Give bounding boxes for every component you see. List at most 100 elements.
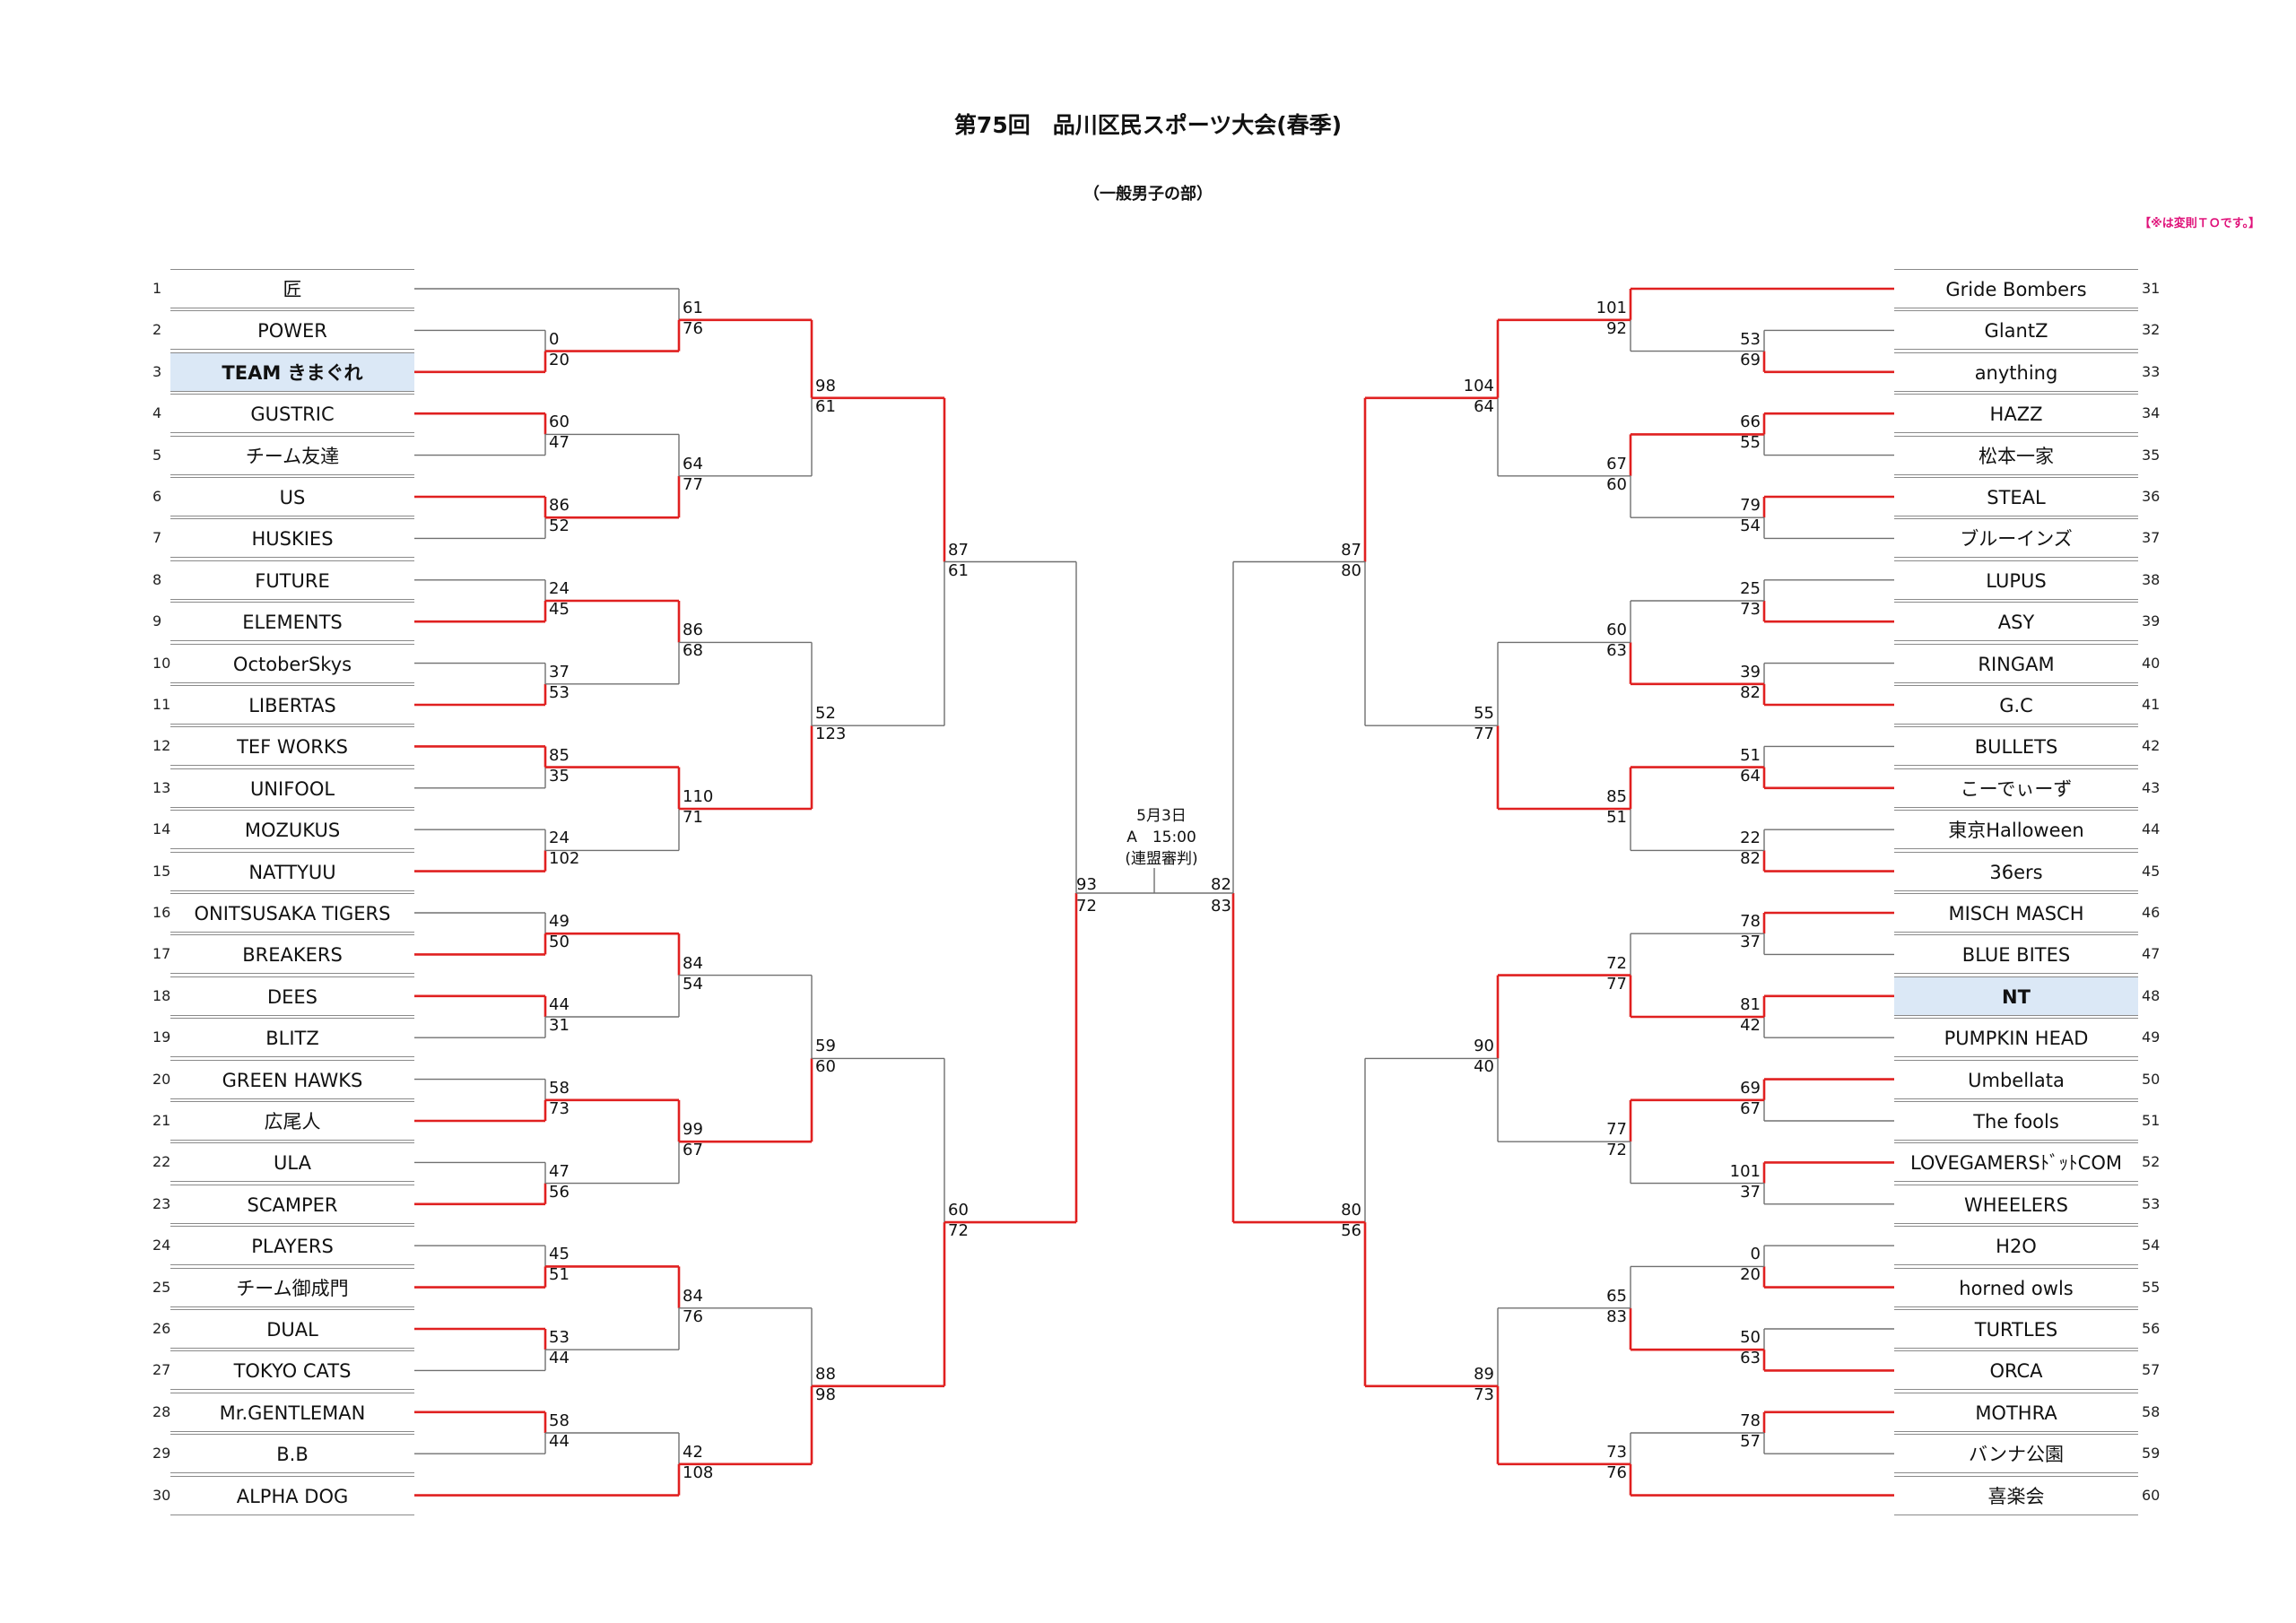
score-label: 42 (1740, 1016, 1761, 1035)
score-label: 60 (948, 1201, 969, 1220)
team-name: horned owls (1894, 1267, 2138, 1307)
score-label: 71 (683, 808, 703, 827)
score-label: 67 (1606, 454, 1627, 473)
score-label: 72 (948, 1221, 969, 1241)
seed-number: 33 (2142, 362, 2161, 380)
team-name: H2O (1894, 1226, 2138, 1266)
score-label: 45 (549, 1245, 570, 1264)
seed-number: 25 (152, 1278, 171, 1296)
score-label: 69 (1740, 1078, 1761, 1098)
score-label: 101 (1729, 1161, 1761, 1181)
score-label: 82 (1740, 682, 1761, 702)
score-label: 68 (683, 641, 703, 661)
score-label: 39 (1740, 662, 1761, 681)
score-label: 52 (815, 704, 836, 724)
team-name: ブルーインズ (1894, 518, 2138, 559)
team-name: TEF WORKS (170, 726, 414, 767)
score-label: 87 (948, 540, 969, 560)
score-label: 77 (1474, 725, 1494, 744)
page-subtitle: （一般男子の部） (1083, 185, 1213, 204)
score-label: 22 (1740, 829, 1761, 848)
score-label: 24 (549, 829, 570, 848)
seed-number: 59 (2142, 1445, 2161, 1462)
team-name: ALPHA DOG (170, 1475, 414, 1515)
score-label: 25 (1740, 579, 1761, 598)
score-label: 51 (1740, 745, 1761, 765)
seed-number: 23 (152, 1194, 171, 1212)
team-name: UNIFOOL (170, 768, 414, 808)
team-name: MISCH MASCH (1894, 893, 2138, 933)
seed-number: 36 (2142, 488, 2161, 505)
score-label: 81 (1740, 995, 1761, 1014)
score-label: 123 (815, 725, 847, 744)
score-label: 50 (1740, 1328, 1761, 1348)
score-label: 53 (549, 1328, 570, 1348)
score-label: 63 (1606, 641, 1627, 661)
score-label: 44 (549, 995, 570, 1014)
team-name: NATTYUU (170, 851, 414, 891)
seed-number: 43 (2142, 778, 2161, 796)
team-name: バンナ公園 (1894, 1434, 2138, 1474)
seed-number: 20 (152, 1070, 171, 1088)
team-name: TURTLES (1894, 1309, 2138, 1349)
team-name: LOVEGAMERSﾄﾞｯﾄCOM (1894, 1142, 2138, 1183)
team-name: ASY (1894, 602, 2138, 642)
score-label: 20 (1740, 1265, 1761, 1285)
note-text: 【※は変則ＴＯです。】 (2139, 217, 2260, 230)
team-name: ULA (170, 1142, 414, 1183)
team-name: DEES (170, 976, 414, 1016)
team-name: 松本一家 (1894, 435, 2138, 475)
score-label: 92 (1606, 318, 1627, 338)
seed-number: 2 (152, 321, 162, 339)
score-label: 108 (683, 1462, 714, 1482)
team-name: ONITSUSAKA TIGERS (170, 893, 414, 933)
score-label: 20 (549, 350, 570, 369)
score-label: 82 (1740, 849, 1761, 869)
team-name: TOKYO CATS (170, 1350, 414, 1391)
seed-number: 32 (2142, 321, 2161, 339)
seed-number: 8 (152, 570, 162, 588)
team-name: G.C (1894, 685, 2138, 725)
team-name: こーでぃーず (1894, 768, 2138, 808)
seed-number: 29 (152, 1445, 171, 1462)
team-name: ELEMENTS (170, 602, 414, 642)
team-name: LIBERTAS (170, 685, 414, 725)
team-name: チーム御成門 (170, 1267, 414, 1307)
score-label: 44 (549, 1432, 570, 1451)
final-date: 5月3日 (1136, 807, 1187, 825)
seed-number: 54 (2142, 1237, 2161, 1254)
score-label: 42 (683, 1442, 703, 1462)
score-label: 104 (1463, 376, 1494, 395)
score-label: 35 (549, 766, 570, 785)
team-name: FUTURE (170, 560, 414, 600)
team-name: 広尾人 (170, 1101, 414, 1141)
seed-number: 4 (152, 404, 162, 422)
score-label: 40 (1474, 1057, 1494, 1077)
seed-number: 9 (152, 612, 162, 630)
team-name: Umbellata (1894, 1059, 2138, 1099)
final-score-right: 82 (1211, 875, 1231, 894)
score-label: 45 (549, 600, 570, 619)
score-label: 61 (948, 560, 969, 580)
score-label: 47 (549, 1161, 570, 1181)
score-label: 77 (1606, 974, 1627, 994)
seed-number: 48 (2142, 986, 2161, 1004)
seed-number: 53 (2142, 1194, 2161, 1212)
score-label: 76 (683, 1306, 703, 1326)
team-name: STEAL (1894, 477, 2138, 516)
team-name: チーム友達 (170, 435, 414, 475)
team-name: LUPUS (1894, 560, 2138, 600)
team-name: RINGAM (1894, 643, 2138, 683)
seed-number: 39 (2142, 612, 2161, 630)
seed-number: 46 (2142, 904, 2161, 921)
score-label: 65 (1606, 1286, 1627, 1306)
team-name: WHEELERS (1894, 1184, 2138, 1224)
seed-number: 60 (2142, 1486, 2161, 1504)
score-label: 54 (683, 974, 703, 994)
team-name: GREEN HAWKS (170, 1059, 414, 1099)
score-label: 80 (1341, 1201, 1361, 1220)
seed-number: 57 (2142, 1361, 2161, 1379)
score-label: 60 (1606, 474, 1627, 494)
team-name: 東京Halloween (1894, 810, 2138, 850)
score-label: 37 (1740, 933, 1761, 952)
